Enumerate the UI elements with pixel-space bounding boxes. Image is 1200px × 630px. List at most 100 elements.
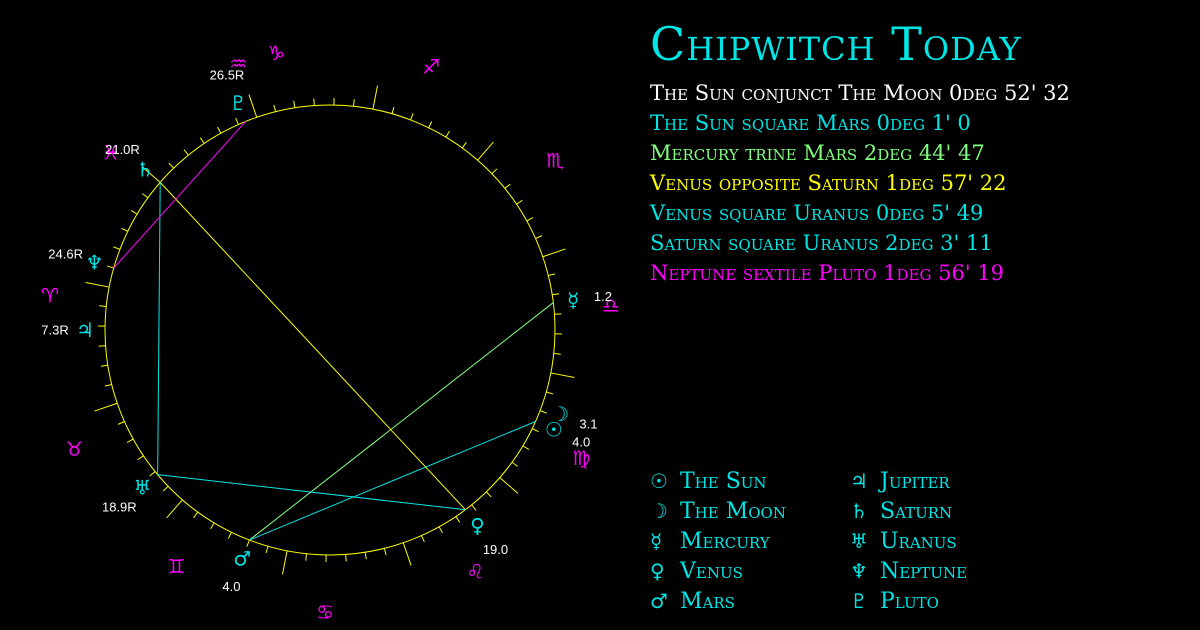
degree-tick [421,535,425,543]
taurus-sign-icon: ♉ [65,437,83,461]
degree-tick [273,104,277,112]
neptune-icon: ♆ [850,559,868,583]
legend-label: The Moon [680,498,786,524]
degree-tick [199,137,205,144]
legend-item: ☽ The Moon [650,496,850,526]
legend-label: Neptune [880,558,968,584]
uranus-icon: ♅ [133,475,151,499]
moon-icon: ☽ [551,402,569,426]
leo-sign-icon: ♌ [466,560,484,584]
degree-tick [391,106,395,114]
virgo-sign-icon: ♍ [572,446,590,470]
degree-tick [535,235,543,239]
sign-cusp-tick [542,248,566,258]
degree-tick [183,149,189,156]
degree-tick [305,553,307,561]
sign-cusp-tick [550,372,575,379]
astrology-wheel: ♑♐♏♎♍♌♋♊♉♈♓♒☉4.0☽3.1☿1.2♀19.0♂4.0♅18.9R♃… [41,41,620,624]
degree-tick [117,421,125,425]
legend-label: Saturn [880,498,953,524]
degree-tick [383,548,387,556]
aspect-line [249,421,536,541]
degree-tick [546,391,554,395]
degree-tick [121,227,128,232]
sign-cusp-tick [281,550,288,575]
saturn-icon: ♄ [850,499,868,523]
degree-tick [516,199,523,205]
degree-tick [438,526,443,534]
degree-tick [548,273,556,277]
aspect-line [113,121,247,269]
scorpio-sign-icon: ♏ [546,148,564,172]
mercury-icon: ☿ [567,288,579,312]
sign-cusp-tick [166,499,183,519]
sign-cusp-tick [402,542,412,566]
mercury-degree-label: 1.2 [594,289,612,304]
degree-tick [491,168,498,175]
sun-degree-label: 4.0 [572,434,590,449]
saturn-icon: ♄ [136,157,154,181]
sign-cusp-tick [94,402,118,412]
degree-tick [168,162,175,169]
page-title: Chipwitch Today [650,17,1022,71]
aspect-item: Venus opposite Saturn 1deg 57' 22 [650,171,1007,195]
degree-tick [428,121,433,128]
legend-label: Mars [680,588,735,614]
degree-tick [526,217,534,222]
degree-tick [106,265,114,269]
uranus-icon: ♅ [850,529,868,553]
sign-cusp-tick [477,141,494,161]
degree-tick [485,491,492,498]
venus-icon: ♀ [650,559,665,583]
planet-legend: ☉The Sun☽The Moon☿Mercury♀Venus♂Mars♃Jup… [650,466,1050,616]
legend-label: Uranus [880,528,957,554]
jupiter-icon: ♃ [850,469,868,493]
aspect-item: Venus square Uranus 0deg 5' 49 [650,201,984,225]
degree-tick [445,130,450,138]
legend-item: ♅ Uranus [850,526,1050,556]
gemini-sign-icon: ♊ [167,555,185,579]
uranus-degree-label: 18.9R [102,499,137,514]
degree-tick [149,471,156,477]
capricorn-sign-icon: ♑ [267,41,285,65]
sign-cusp-tick [372,85,379,110]
legend-item: ♃ Jupiter [850,466,1050,496]
neptune-degree-label: 24.6R [48,247,83,262]
degree-tick [353,99,355,107]
degree-tick [539,410,547,414]
legend-label: Jupiter [880,468,950,494]
legend-label: Venus [680,558,743,584]
pisces-sign-icon: ♓ [102,141,120,165]
aspect-item: The Sun conjunct The Moon 0deg 52' 32 [650,81,1070,105]
degree-tick [113,246,121,250]
legend-item: ♄ Saturn [850,496,1050,526]
venus-degree-label: 19.0 [483,542,508,557]
degree-tick [137,455,144,461]
sign-cusp-tick [85,281,110,288]
aspect-item: Mercury trine Mars 2deg 44' 47 [650,141,985,165]
degree-tick [193,511,199,518]
degree-tick [130,210,138,215]
degree-tick [455,516,461,523]
sign-cusp-tick [499,477,519,494]
aspect-item: Saturn square Uranus 2deg 3' 11 [650,231,993,255]
libra-sign-icon: ♎ [602,293,620,317]
degree-tick [532,428,539,433]
degree-tick [293,100,296,108]
degree-tick [99,305,107,307]
legend-item: ♇Pluto [850,586,1050,616]
degree-tick [364,552,367,560]
aquarius-sign-icon: ♒ [229,51,247,75]
mars-icon: ♂ [650,589,668,613]
pluto-degree-label: 26.5R [210,68,245,83]
degree-tick [461,142,467,149]
legend-item: ♀ Venus [650,556,850,586]
aspect-line [157,182,161,475]
degree-tick [104,383,112,387]
moon-icon: ☽ [650,499,668,523]
zodiac-ring [104,104,556,556]
degree-tick [217,126,222,134]
degree-tick [100,364,108,367]
degree-tick [235,117,239,125]
